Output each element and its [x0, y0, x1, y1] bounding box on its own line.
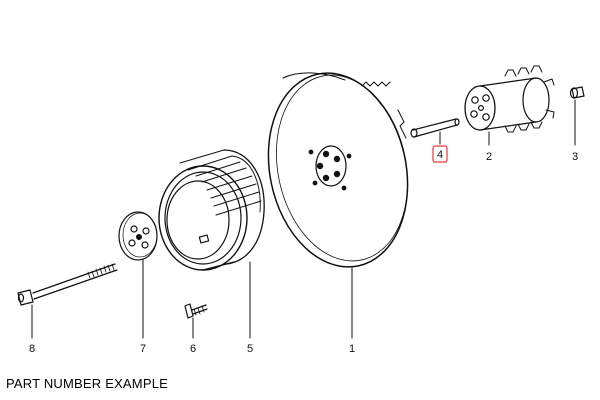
diagram-caption: PART NUMBER EXAMPLE [6, 376, 169, 391]
callout-1: 1 [349, 343, 355, 355]
callout-5: 5 [247, 343, 253, 355]
long-bolt [17, 263, 118, 306]
callout-8: 8 [29, 343, 35, 355]
leader-lines [31, 99, 576, 339]
sprocket [464, 65, 555, 133]
short-bolt [184, 303, 208, 319]
callout-7: 7 [140, 343, 146, 355]
bushing [569, 86, 585, 99]
belt-pulley [158, 149, 265, 271]
callout-4: 4 [437, 149, 443, 161]
hub-plate [118, 211, 158, 261]
callout-3: 3 [572, 151, 578, 163]
pin [410, 118, 460, 138]
callout-6: 6 [190, 343, 196, 355]
drive-plate [267, 72, 409, 268]
callout-4-highlight-box [432, 145, 448, 163]
callouts: 1 2 3 4 5 6 7 8 [29, 145, 578, 355]
callout-2: 2 [486, 151, 492, 163]
